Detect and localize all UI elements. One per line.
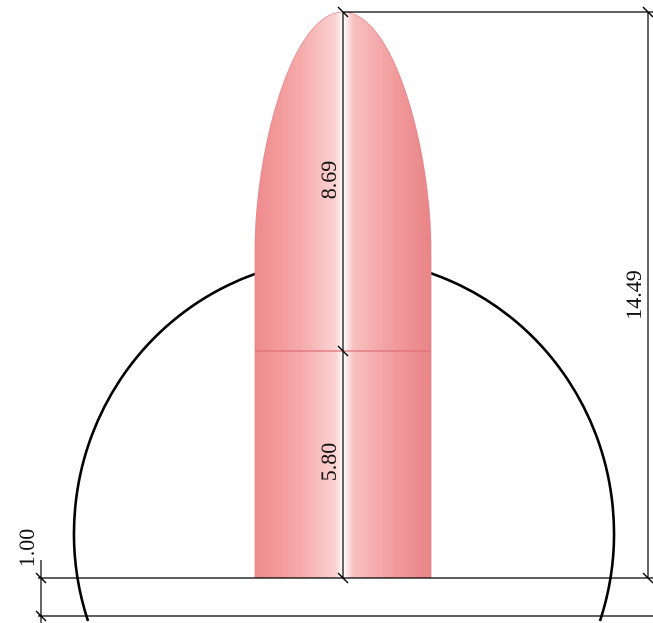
axis-tick-mid bbox=[337, 345, 349, 357]
base-offset-label: 1.00 bbox=[14, 529, 39, 568]
axis-tick-bottom bbox=[337, 572, 349, 584]
total-tick-bottom bbox=[642, 572, 653, 584]
total-tick-top bbox=[642, 6, 653, 18]
total-length-label: 14.49 bbox=[621, 270, 646, 320]
nose-length-label: 8.69 bbox=[316, 161, 341, 200]
offset-tick-top bbox=[35, 572, 47, 584]
body-length-label: 5.80 bbox=[316, 443, 341, 482]
offset-tick-bottom bbox=[35, 610, 47, 622]
